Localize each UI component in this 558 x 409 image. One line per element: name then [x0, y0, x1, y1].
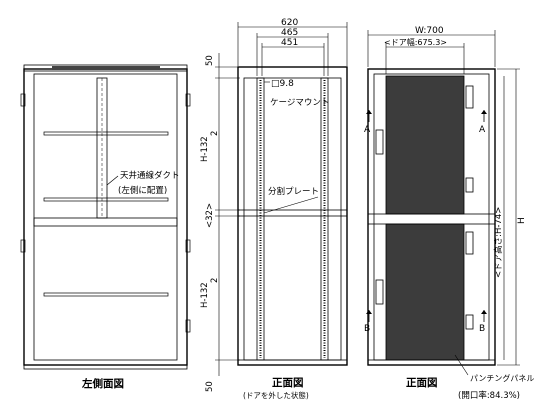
- door-hinge: [465, 85, 474, 109]
- arrow-A-left: [366, 110, 372, 114]
- dim-width-700: W:700: [415, 26, 444, 36]
- panel-label: パンチングパネル: [470, 373, 534, 383]
- door-hinge: [465, 177, 474, 193]
- arrow-B-left: [366, 310, 372, 314]
- vertical-dimension-lines: [215, 53, 240, 376]
- section-b-left: B: [364, 324, 370, 334]
- split-plate: [237, 209, 348, 217]
- dim-total-height: H: [517, 217, 527, 224]
- side-shelf: [43, 292, 169, 297]
- side-hinge: [185, 93, 191, 107]
- dim-width-465: 465: [281, 28, 298, 38]
- arrow-B-right: [481, 310, 487, 314]
- side-inner-frame: [33, 73, 178, 361]
- mount-label: ケージマウント: [270, 98, 329, 108]
- section-arrows: [366, 110, 487, 314]
- door-hinge: [465, 314, 474, 330]
- front-open-subtitle: (ドアを外した状態): [243, 390, 309, 400]
- side-top-cap: [23, 64, 188, 72]
- dim-width-451: 451: [281, 38, 298, 48]
- dim-lower-div: 2: [210, 278, 220, 283]
- duct-label: 天井通線ダクト: [120, 170, 180, 181]
- side-hinge: [185, 319, 191, 333]
- side-view-title: 左側面図: [81, 377, 124, 390]
- dim-upper-div: 2: [210, 131, 220, 136]
- dim-top-50: 50: [205, 55, 215, 66]
- dim-lower-h132: H-132: [200, 282, 210, 308]
- arrow-A-right: [481, 110, 487, 114]
- side-view: [20, 64, 191, 370]
- side-base: [23, 364, 188, 370]
- front-open-view: [237, 22, 348, 366]
- section-a-left: A: [364, 125, 371, 135]
- lower-door-handle: [375, 279, 384, 305]
- frame-inner: [243, 77, 342, 361]
- side-middle-bar: [33, 217, 178, 227]
- section-a-right: A: [479, 125, 486, 135]
- side-top-vent: [52, 66, 160, 70]
- dim-width-620: 620: [281, 18, 298, 28]
- upper-door-handle: [375, 129, 384, 155]
- front-open-title: 正面図: [272, 377, 304, 389]
- side-hinge: [185, 239, 191, 253]
- lower-punching-panel: [385, 223, 465, 361]
- dim-bottom-50: 50: [205, 381, 215, 392]
- front-view: [367, 30, 520, 376]
- dim-door-height: <ドア高さ:H-74>: [493, 207, 504, 278]
- side-shelf: [43, 197, 169, 202]
- square-label: □9.8: [271, 79, 294, 89]
- panel-ratio: (開口率:84.3%): [458, 390, 520, 401]
- dim-mid-32: <32>: [205, 203, 215, 228]
- dim-door-width: <ドア幅:675.3>: [384, 37, 447, 47]
- duct-note: (左側に配置): [118, 185, 167, 196]
- dim-upper-h132: H-132: [200, 136, 210, 162]
- side-shelf: [43, 131, 169, 136]
- plate-label: 分割プレート: [268, 186, 319, 197]
- side-hinge: [20, 239, 26, 253]
- upper-punching-panel: [385, 75, 465, 215]
- front-view-title: 正面図: [406, 377, 438, 389]
- side-hinge: [20, 93, 26, 107]
- section-b-right: B: [479, 324, 485, 334]
- side-outer-frame: [23, 68, 188, 366]
- door-hinge: [465, 231, 474, 255]
